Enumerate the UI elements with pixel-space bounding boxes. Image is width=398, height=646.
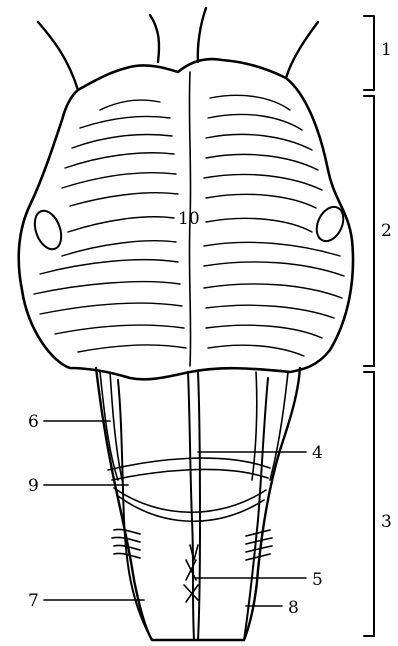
left-lateral-opening xyxy=(30,207,66,253)
label-3: 3 xyxy=(381,512,392,532)
crossing-band xyxy=(108,458,270,470)
bracket-2 xyxy=(364,96,374,366)
label-1: 1 xyxy=(381,40,392,60)
label-7: 7 xyxy=(28,591,39,611)
label-10: 10 xyxy=(178,209,200,229)
label-2: 2 xyxy=(381,221,392,241)
brackets xyxy=(364,16,374,636)
label-4: 4 xyxy=(312,443,323,463)
bracket-3 xyxy=(364,372,374,636)
bracket-1 xyxy=(364,16,374,90)
label-9: 9 xyxy=(28,476,39,496)
upper-structures xyxy=(38,8,318,90)
label-5: 5 xyxy=(312,570,323,590)
label-8: 8 xyxy=(288,598,299,618)
label-6: 6 xyxy=(28,412,39,432)
decussation xyxy=(184,560,198,602)
